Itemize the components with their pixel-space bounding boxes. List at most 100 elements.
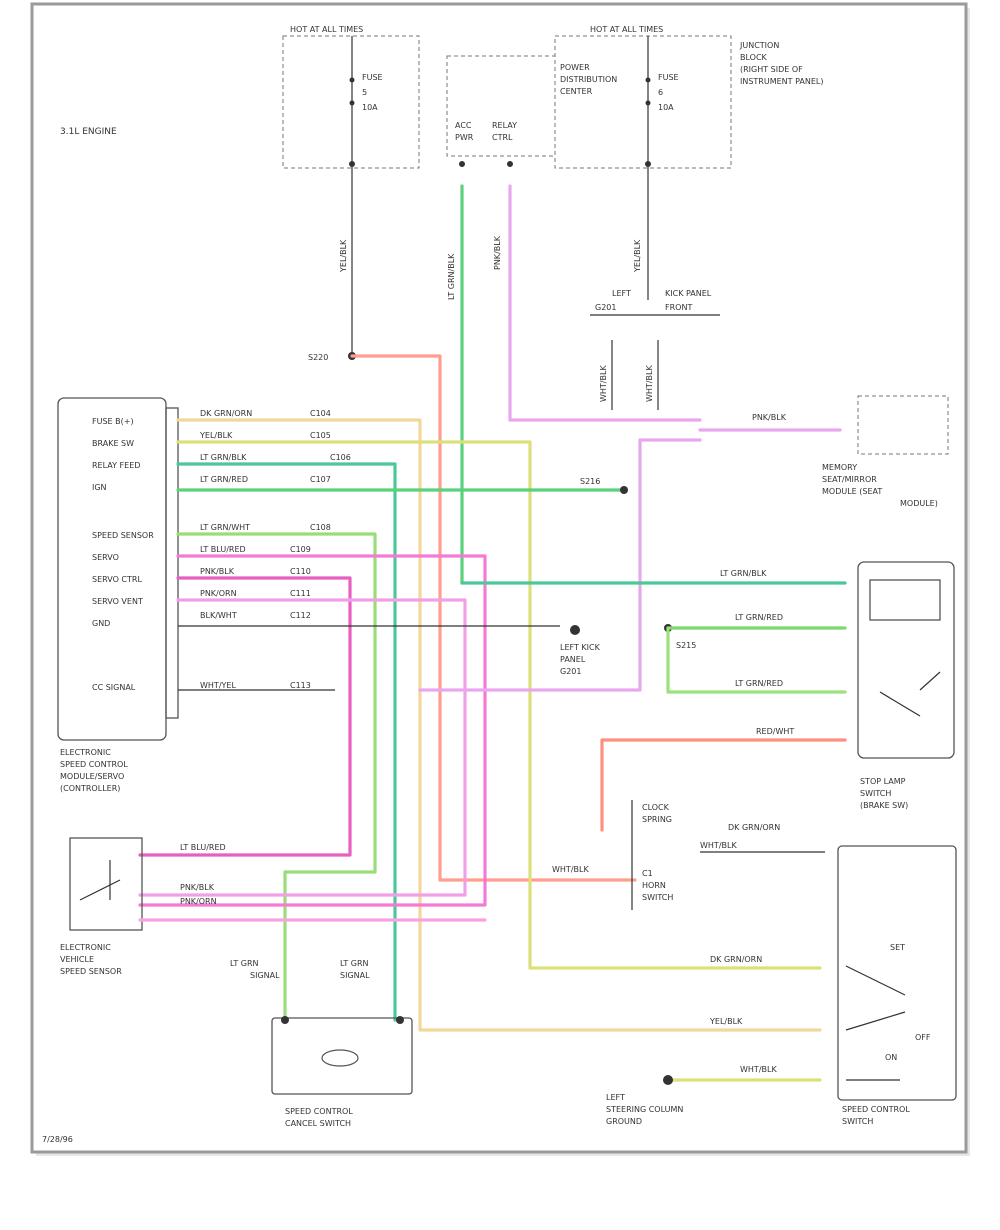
sensor-wire-label-1: LT BLU/RED xyxy=(180,843,226,852)
cw-id-4: C107 xyxy=(310,475,331,484)
solenoid-name-4: MODULE) xyxy=(900,499,938,508)
fuse-right-line-1: FUSE xyxy=(658,73,679,82)
right-switch-name-1: SPEED CONTROL xyxy=(842,1105,910,1114)
cancel-switch-name-1: SPEED CONTROL xyxy=(285,1107,353,1116)
cw-label-8: PNK/ORN xyxy=(200,589,237,598)
clockspring-label-1: CLOCK xyxy=(642,803,670,812)
controller-name-1: ELECTRONIC xyxy=(60,748,111,757)
cw-label-10: WHT/YEL xyxy=(200,681,236,690)
fuse-box-right-title: HOT AT ALL TIMES xyxy=(590,25,663,34)
ground-note-1: LEFT xyxy=(612,289,631,298)
cw-label-7: PNK/BLK xyxy=(200,567,235,576)
relay-term-1: ACC xyxy=(455,121,472,130)
brake-wire-label-2: LT GRN/RED xyxy=(735,613,783,622)
cw-id-2: C105 xyxy=(310,431,331,440)
brake-wire-label-3: LT GRN/RED xyxy=(735,679,783,688)
ground-block: LEFT KICK PANEL G201 FRONT WHT/BLK WHT/B… xyxy=(590,289,720,410)
vert-label-1: YEL/BLK xyxy=(339,239,348,273)
right-switch-label-2: OFF xyxy=(915,1033,931,1042)
clockspring-label-4: HORN xyxy=(642,881,666,890)
pin-label-10: CC SIGNAL xyxy=(92,683,136,692)
pin-label-5: SPEED SENSOR xyxy=(92,531,154,540)
ground-note-4: FRONT xyxy=(665,303,692,312)
ground-wire-label-2: WHT/BLK xyxy=(645,365,654,402)
solenoid-name-1: MEMORY xyxy=(822,463,857,472)
clockspring-wire-label-1: DK GRN/ORN xyxy=(728,823,780,832)
cw-label-5: LT GRN/WHT xyxy=(200,523,250,532)
switch-pin-label-4: SIGNAL xyxy=(340,971,370,980)
brake-switch-name-2: SWITCH xyxy=(860,789,891,798)
fuse-right-line-3: 10A xyxy=(658,103,674,112)
right-switch-label-3: ON xyxy=(885,1053,897,1062)
cw-id-1: C104 xyxy=(310,409,331,418)
fuse-note-1: JUNCTION xyxy=(739,41,779,50)
bottom-ground-2: STEERING COLUMN xyxy=(606,1105,683,1114)
ground-note-3: G201 xyxy=(595,303,616,312)
cw-id-7: C110 xyxy=(290,567,311,576)
right-switch-label-1: SET xyxy=(890,943,905,952)
vehicle-speed-sensor: LT BLU/RED PNK/BLK PNK/ORN ELECTRONIC VE… xyxy=(60,837,487,976)
relay-term-3: PWR xyxy=(455,133,474,142)
ground-wire-label-1: WHT/BLK xyxy=(599,365,608,402)
cw-id-6: C109 xyxy=(290,545,311,554)
ground-note-2: KICK PANEL xyxy=(665,289,712,298)
g201-label-1: LEFT KICK xyxy=(560,643,601,652)
memory-seat-module: PNK/BLK MEMORY SEAT/MIRROR MODULE (SEAT … xyxy=(698,395,949,508)
cancel-switch: LT GRN SIGNAL LT GRN SIGNAL SPEED CONTRO… xyxy=(230,959,413,1128)
fuse-left-line-2: 5 xyxy=(362,88,367,97)
diagram-id: 3.1L ENGINE xyxy=(60,127,117,137)
sensor-name-2: VEHICLE xyxy=(60,955,94,964)
sensor-wire-label-3: PNK/ORN xyxy=(180,897,217,906)
switch-pin-label-3: LT GRN xyxy=(340,959,369,968)
right-switch-wire-3: WHT/BLK xyxy=(740,1065,777,1074)
clockspring: CLOCK SPRING C1 HORN SWITCH DK GRN/ORN W… xyxy=(552,800,825,910)
pdc-line-2: DISTRIBUTION xyxy=(560,75,617,84)
speed-control-module: ELECTRONIC SPEED CONTROL MODULE/SERVO (C… xyxy=(57,397,179,793)
fuse-note-2: BLOCK xyxy=(740,53,768,62)
g201-label-2: PANEL xyxy=(560,655,586,664)
clockspring-label-5: SWITCH xyxy=(642,893,673,902)
switch-pin-label-1: LT GRN xyxy=(230,959,259,968)
cw-id-8: C111 xyxy=(290,589,311,598)
brake-wire-label-4: RED/WHT xyxy=(756,727,794,736)
corner-id: 7/28/96 xyxy=(42,1135,73,1144)
top-wires: YEL/BLK LT GRN/BLK PNK/BLK YEL/BLK xyxy=(339,184,702,585)
speed-control-switch: SET OFF ON DK GRN/ORN YEL/BLK WHT/BLK SP… xyxy=(606,845,957,1126)
controller-name-3: MODULE/SERVO xyxy=(60,772,124,781)
brake-switch-name-1: STOP LAMP xyxy=(860,777,906,786)
vert-label-3: PNK/BLK xyxy=(493,235,502,270)
splice-s215: S215 xyxy=(676,641,696,650)
cw-id-5: C108 xyxy=(310,523,331,532)
cancel-switch-name-2: CANCEL SWITCH xyxy=(285,1119,351,1128)
clockspring-label-3: C1 xyxy=(642,869,653,878)
sensor-name-3: SPEED SENSOR xyxy=(60,967,122,976)
fuse-left-line-3: 10A xyxy=(362,103,378,112)
bottom-ground-3: GROUND xyxy=(606,1117,642,1126)
bottom-ground-1: LEFT xyxy=(606,1093,625,1102)
pdc-line-3: CENTER xyxy=(560,87,593,96)
sensor-name-1: ELECTRONIC xyxy=(60,943,111,952)
cw-label-4: LT GRN/RED xyxy=(200,475,248,484)
cw-label-1: DK GRN/ORN xyxy=(200,409,252,418)
controller-wire-labels: DK GRN/ORN C104 YEL/BLK C105 LT GRN/BLK … xyxy=(199,409,351,690)
sensor-wire-label-2: PNK/BLK xyxy=(180,883,215,892)
cw-label-9: BLK/WHT xyxy=(200,611,237,620)
pin-label-7: SERVO CTRL xyxy=(92,575,142,584)
pin-label-8: SERVO VENT xyxy=(92,597,143,606)
vert-label-4: YEL/BLK xyxy=(633,239,642,273)
brake-wire-label-1: LT GRN/BLK xyxy=(720,569,767,578)
solenoid-wire-label: PNK/BLK xyxy=(752,413,787,422)
splice-s220: S220 xyxy=(308,353,328,362)
right-switch-name-2: SWITCH xyxy=(842,1117,873,1126)
pin-label-9: GND xyxy=(92,619,110,628)
cw-id-3: C106 xyxy=(330,453,351,462)
pin-label-1: FUSE B(+) xyxy=(92,417,134,426)
cw-label-6: LT BLU/RED xyxy=(200,545,246,554)
clockspring-wire-label-3: WHT/BLK xyxy=(552,865,589,874)
right-switch-wire-2: YEL/BLK xyxy=(709,1017,743,1026)
pin-label-3: RELAY FEED xyxy=(92,461,140,470)
brake-switch-name-3: (BRAKE SW) xyxy=(860,801,908,810)
cw-label-2: YEL/BLK xyxy=(199,431,233,440)
fuse-note-4: INSTRUMENT PANEL) xyxy=(740,77,824,86)
